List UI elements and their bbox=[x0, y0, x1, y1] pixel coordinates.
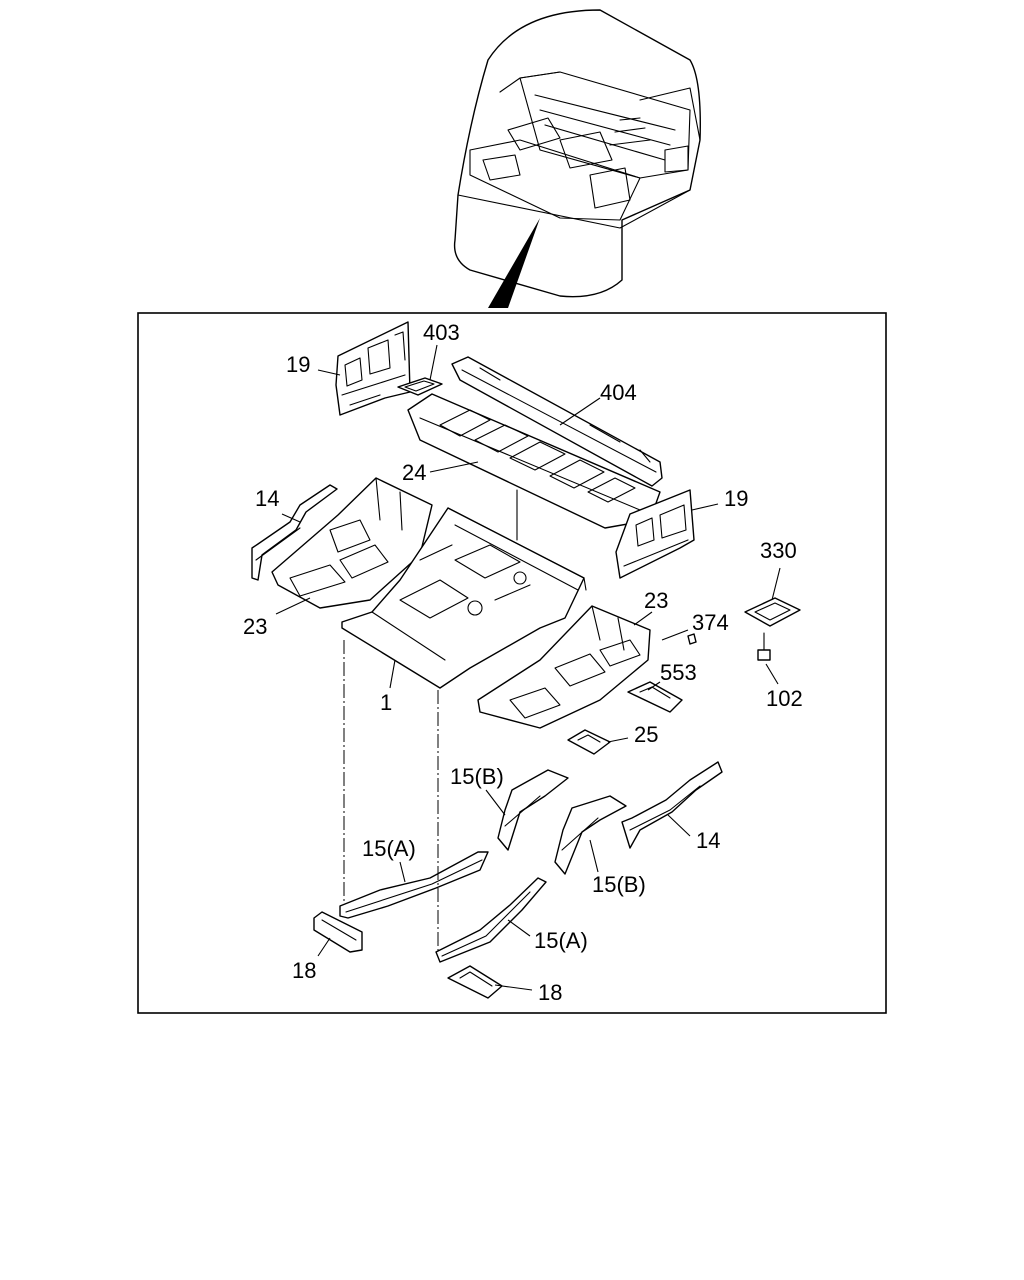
callout-403: 403 bbox=[423, 320, 460, 345]
part-403-gasket bbox=[397, 377, 443, 396]
callout-14-upper: 14 bbox=[255, 486, 279, 511]
callout-330: 330 bbox=[760, 538, 797, 563]
part-553-bracket bbox=[627, 681, 683, 713]
part-23-right-floor bbox=[477, 605, 651, 729]
part-19-left-panel bbox=[335, 321, 411, 416]
callout-25: 25 bbox=[634, 722, 658, 747]
part-18-left-bracket bbox=[313, 911, 363, 953]
callout-19-right: 19 bbox=[724, 486, 748, 511]
part-14-upper-rail bbox=[251, 484, 338, 581]
callout-1: 1 bbox=[380, 690, 392, 715]
part-374-clip bbox=[687, 633, 697, 645]
callout-19-left: 19 bbox=[286, 352, 310, 377]
diagram-frame bbox=[137, 312, 887, 1014]
part-19-right-panel bbox=[615, 489, 695, 579]
callout-15a-left: 15(A) bbox=[362, 836, 416, 861]
part-330-bracket bbox=[744, 597, 801, 627]
part-404-cross-member bbox=[451, 356, 663, 487]
part-25-bracket bbox=[567, 729, 611, 755]
callout-15b-right: 15(B) bbox=[592, 872, 646, 897]
callout-14-lower: 14 bbox=[696, 828, 720, 853]
vehicle-overview bbox=[453, 9, 701, 308]
part-15b-right-rail bbox=[554, 795, 627, 875]
callout-15b-left: 15(B) bbox=[450, 764, 504, 789]
callout-18-left: 18 bbox=[292, 958, 316, 983]
part-15a-left-rail bbox=[339, 851, 489, 919]
callout-553: 553 bbox=[660, 660, 697, 685]
callout-18-right: 18 bbox=[538, 980, 562, 1005]
part-14-lower-rail bbox=[621, 761, 723, 849]
part-1-main-floor bbox=[341, 489, 587, 689]
callout-23-left: 23 bbox=[243, 614, 267, 639]
part-15a-right-rail bbox=[435, 877, 547, 963]
callout-404: 404 bbox=[600, 380, 637, 405]
part-15b-left-rail bbox=[497, 769, 569, 851]
leader-lines bbox=[275, 344, 781, 991]
callout-23-right: 23 bbox=[644, 588, 668, 613]
callout-15a-right: 15(A) bbox=[534, 928, 588, 953]
callout-102: 102 bbox=[766, 686, 803, 711]
callout-374: 374 bbox=[692, 610, 729, 635]
part-102-bolt bbox=[757, 632, 771, 661]
callout-24: 24 bbox=[402, 460, 426, 485]
zoom-pointer bbox=[488, 218, 540, 308]
part-18-right-bracket bbox=[447, 965, 503, 999]
callout-labels: 403 19 404 24 19 14 23 23 330 374 553 10… bbox=[243, 320, 803, 1005]
